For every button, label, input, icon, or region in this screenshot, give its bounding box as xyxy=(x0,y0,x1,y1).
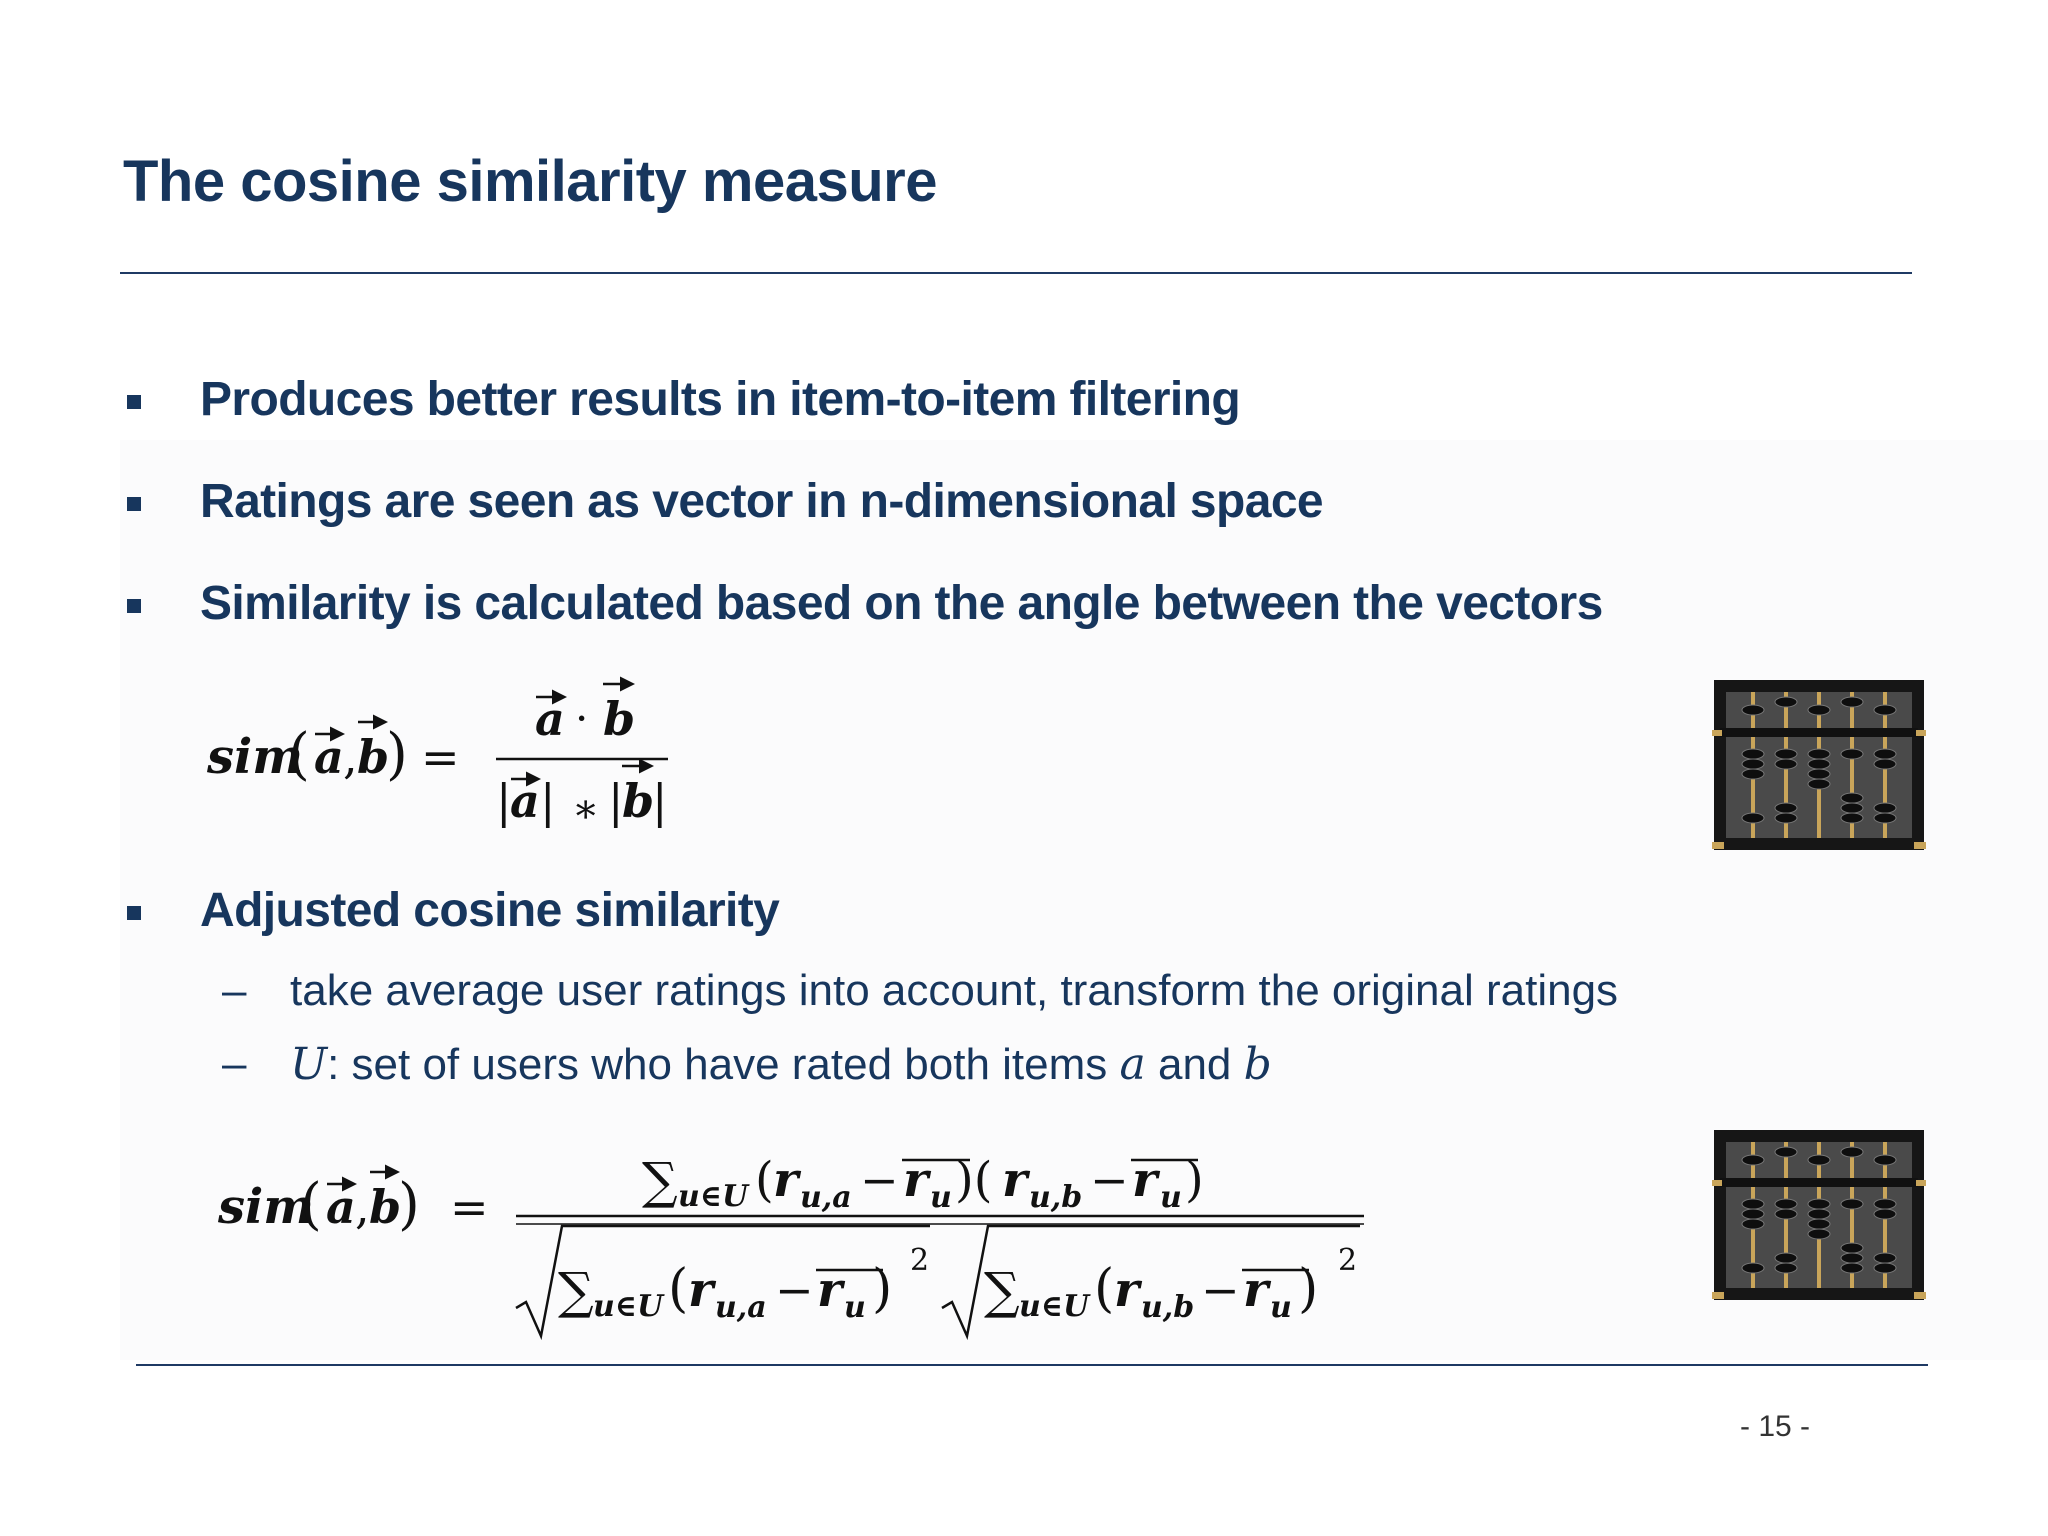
svg-text:u: u xyxy=(844,1290,866,1325)
bullet-item-3: Similarity is calculated based on the an… xyxy=(200,577,1603,630)
svg-text:u: u xyxy=(1160,1180,1182,1215)
bullet-marker xyxy=(127,395,141,409)
svg-text:a: a xyxy=(510,774,540,828)
svg-text:·: · xyxy=(575,694,588,743)
cosine-similarity-formula: sim ( a , b ) = a · b | a | ∗ | b | xyxy=(206,676,668,832)
svg-text:(: ( xyxy=(755,1152,774,1208)
svg-text:∑: ∑ xyxy=(642,1152,678,1210)
svg-text:a: a xyxy=(535,692,565,746)
svg-text:(: ( xyxy=(300,1172,322,1237)
page-number: - 15 - xyxy=(1740,1410,1811,1443)
svg-text:−: − xyxy=(775,1263,814,1317)
svg-text:,: , xyxy=(343,730,358,784)
svg-text:−: − xyxy=(860,1153,899,1207)
svg-text:|: | xyxy=(652,774,668,828)
sub-bullet-dash: – xyxy=(222,1039,247,1088)
formula-vector-a: a xyxy=(314,730,344,784)
svg-text:u∈U: u∈U xyxy=(1019,1289,1091,1324)
slide-title: The cosine similarity measure xyxy=(123,149,937,214)
svg-text:∑: ∑ xyxy=(984,1262,1020,1320)
sub-bullet-2-text-b: and xyxy=(1145,1040,1244,1089)
svg-text:b: b xyxy=(603,692,635,746)
sub-bullet-2: U: set of users who have rated both item… xyxy=(290,1039,1272,1090)
svg-text:u,a: u,a xyxy=(715,1290,767,1325)
svg-text:(: ( xyxy=(668,1259,688,1319)
svg-text:sim: sim xyxy=(217,1179,314,1235)
svg-text:r: r xyxy=(688,1262,717,1318)
svg-text:u,b: u,b xyxy=(1029,1180,1082,1215)
svg-text:): ) xyxy=(386,722,408,787)
svg-text:=: = xyxy=(450,1180,489,1234)
sub-bullet-2-text-a: : set of users who have rated both items xyxy=(327,1040,1120,1089)
title-divider xyxy=(120,272,1912,274)
formula-sim-label: sim xyxy=(206,729,303,785)
svg-text:2: 2 xyxy=(910,1243,929,1278)
svg-text:u: u xyxy=(1270,1290,1292,1325)
bullet-marker xyxy=(127,906,141,920)
svg-text:∑: ∑ xyxy=(558,1262,594,1320)
svg-text:,: , xyxy=(355,1180,370,1234)
svg-text:b: b xyxy=(369,1180,401,1234)
abacus-image xyxy=(1712,1130,1926,1300)
abacus-image xyxy=(1712,680,1926,850)
svg-text:−: − xyxy=(1090,1153,1129,1207)
svg-text:r: r xyxy=(1132,1152,1161,1208)
adjusted-cosine-formula: sim ( a , b ) = ∑ u∈U ( r u,a − r u )( r… xyxy=(217,1152,1364,1341)
footer-divider xyxy=(136,1364,1928,1366)
svg-text:b: b xyxy=(622,774,654,828)
svg-text:r: r xyxy=(773,1152,802,1208)
svg-text:r: r xyxy=(1114,1262,1143,1318)
bullet-item-4: Adjusted cosine similarity xyxy=(200,884,780,937)
svg-text:∗: ∗ xyxy=(572,786,599,832)
svg-text:): ) xyxy=(1298,1259,1318,1319)
svg-text:(: ( xyxy=(1094,1259,1114,1319)
svg-text:|: | xyxy=(540,774,556,828)
bullet-item-2: Ratings are seen as vector in n-dimensio… xyxy=(200,475,1324,528)
math-var-b: b xyxy=(1243,1039,1272,1090)
svg-text:−: − xyxy=(1201,1263,1240,1317)
svg-text:|: | xyxy=(608,774,624,828)
svg-text:r: r xyxy=(1002,1152,1031,1208)
svg-text:u,b: u,b xyxy=(1141,1290,1194,1325)
svg-text:u∈U: u∈U xyxy=(593,1289,665,1324)
svg-text:)(: )( xyxy=(955,1152,992,1208)
svg-text:r: r xyxy=(903,1152,932,1208)
svg-text:r: r xyxy=(817,1262,846,1318)
math-var-a: a xyxy=(1119,1039,1146,1090)
svg-text:u,a: u,a xyxy=(800,1180,852,1215)
svg-text:): ) xyxy=(398,1172,420,1237)
formula-vector-b: b xyxy=(357,730,389,784)
bullet-marker xyxy=(127,599,141,613)
formula-equals: = xyxy=(421,730,460,784)
svg-text:|: | xyxy=(496,774,512,828)
svg-text:a: a xyxy=(326,1180,356,1234)
math-var-U: U xyxy=(290,1039,328,1090)
svg-text:): ) xyxy=(872,1259,892,1319)
svg-text:r: r xyxy=(1243,1262,1272,1318)
bullet-item-1: Produces better results in item-to-item … xyxy=(200,373,1241,426)
bullet-marker xyxy=(127,497,141,511)
sub-bullet-dash: – xyxy=(222,966,247,1015)
svg-text:u∈U: u∈U xyxy=(678,1179,750,1214)
sub-bullet-1: take average user ratings into account, … xyxy=(290,966,1619,1015)
svg-text:): ) xyxy=(1185,1152,1204,1208)
svg-text:2: 2 xyxy=(1338,1243,1357,1278)
svg-text:(: ( xyxy=(288,722,310,787)
svg-text:u: u xyxy=(930,1180,952,1215)
